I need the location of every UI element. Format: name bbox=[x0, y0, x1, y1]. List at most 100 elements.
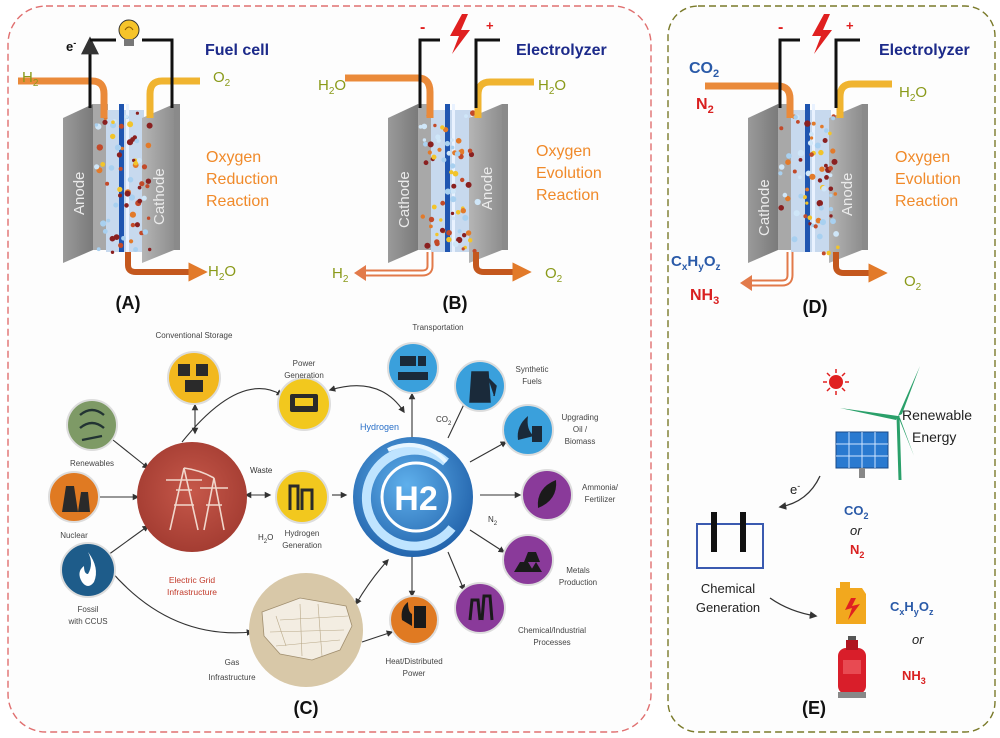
svg-text:Metals: Metals bbox=[566, 566, 590, 575]
particle bbox=[468, 151, 475, 158]
particle bbox=[118, 166, 123, 171]
panel-b-cell bbox=[388, 104, 508, 263]
particle bbox=[437, 147, 442, 152]
particle bbox=[433, 123, 437, 128]
particle bbox=[421, 123, 428, 130]
particle bbox=[818, 205, 824, 211]
particle bbox=[456, 236, 463, 244]
particle bbox=[429, 224, 433, 229]
particle bbox=[446, 230, 452, 236]
particle bbox=[798, 193, 804, 199]
particle bbox=[828, 131, 832, 136]
pylon-icon bbox=[166, 467, 228, 531]
particle bbox=[105, 181, 110, 186]
particle bbox=[792, 169, 797, 174]
oer-label-b: Oxygen Evolution Reaction bbox=[536, 143, 602, 204]
particle bbox=[809, 152, 814, 157]
svg-text:or: or bbox=[850, 523, 862, 538]
particle bbox=[464, 114, 468, 118]
svg-text:Oxygen: Oxygen bbox=[536, 143, 591, 160]
solar-panel-icon bbox=[835, 431, 889, 478]
particle bbox=[117, 186, 123, 192]
svg-text:Reaction: Reaction bbox=[536, 187, 599, 204]
svg-text:Evolution: Evolution bbox=[895, 171, 961, 188]
particle bbox=[439, 218, 443, 222]
lightning-icon-d bbox=[812, 14, 832, 54]
particle bbox=[793, 210, 800, 217]
h2-inlet-label: H2 bbox=[22, 69, 39, 89]
fuel-canister-icon bbox=[836, 582, 866, 624]
particle bbox=[805, 170, 812, 177]
lightning-icon bbox=[450, 14, 470, 54]
n2-input-label: N2 bbox=[696, 96, 714, 116]
particle bbox=[446, 236, 452, 243]
hub-label: H2 bbox=[394, 480, 437, 518]
particle bbox=[96, 247, 101, 252]
h2-inlet-pipe bbox=[18, 77, 108, 118]
chemical-generation-label: Chemical bbox=[701, 581, 755, 596]
co2-input-label: CO2 bbox=[689, 60, 719, 80]
particle bbox=[435, 232, 439, 237]
particle bbox=[427, 150, 432, 155]
gas-infrastructure-node: Gas Infrastructure bbox=[208, 573, 363, 687]
particle bbox=[423, 160, 429, 166]
particle bbox=[457, 229, 462, 234]
particle bbox=[450, 163, 456, 169]
particle bbox=[802, 195, 807, 200]
svg-text:Transportation: Transportation bbox=[412, 323, 463, 332]
ammonia-product-label-e: NH3 bbox=[902, 668, 926, 686]
electron-label: e- bbox=[66, 38, 76, 54]
panel-d-reactant-particles bbox=[778, 114, 840, 256]
particle bbox=[836, 245, 840, 250]
chemical-industrial-node: Chemical/Industrial Processes bbox=[454, 582, 586, 647]
hydrocarbon-product-label: CxHyOz bbox=[671, 253, 720, 273]
particle bbox=[831, 116, 836, 121]
svg-text:Heat/Distributed: Heat/Distributed bbox=[385, 657, 442, 666]
anode-label-b: Anode bbox=[479, 167, 496, 210]
particle bbox=[431, 154, 437, 160]
particle bbox=[108, 165, 115, 171]
particle bbox=[428, 216, 435, 223]
svg-text:Reaction: Reaction bbox=[206, 193, 269, 210]
svg-text:Fuels: Fuels bbox=[522, 377, 542, 386]
water-inlet-label-d: H2O bbox=[899, 84, 927, 104]
particle bbox=[813, 224, 818, 229]
particle bbox=[441, 157, 447, 163]
sun-icon bbox=[823, 369, 849, 395]
particle bbox=[142, 229, 149, 235]
minus-terminal-d: - bbox=[778, 19, 783, 36]
particle bbox=[829, 214, 833, 218]
particle bbox=[446, 150, 452, 156]
particle bbox=[468, 238, 473, 243]
fuel-pump-icon bbox=[469, 371, 497, 403]
particle bbox=[111, 120, 115, 124]
particle bbox=[148, 247, 152, 252]
particle bbox=[129, 211, 136, 218]
panel-a-reactant-particles bbox=[94, 111, 153, 254]
particle bbox=[120, 146, 124, 151]
electron-label-e: e- bbox=[790, 481, 800, 497]
svg-text:Fossil: Fossil bbox=[78, 605, 99, 614]
panel-b-reactant-particles bbox=[418, 110, 481, 254]
o2-outlet-label-d: O2 bbox=[904, 273, 922, 293]
particle bbox=[803, 214, 808, 219]
particle bbox=[465, 181, 472, 188]
particle bbox=[819, 166, 825, 172]
particle bbox=[786, 153, 792, 159]
n2-flow-label: N2 bbox=[488, 515, 498, 527]
svg-text:Power: Power bbox=[293, 359, 316, 368]
caption-a: (A) bbox=[116, 293, 141, 313]
electron-flow-arrow bbox=[778, 475, 821, 510]
particle bbox=[796, 120, 800, 124]
feed-inlet-pipe bbox=[705, 82, 794, 118]
o2-outlet-pipe bbox=[473, 252, 532, 282]
product-flow-arrow bbox=[769, 597, 818, 619]
co2-input-label-e: CO2 bbox=[844, 503, 869, 521]
heat-distributed-power-node: Heat/Distributed Power bbox=[385, 595, 443, 678]
particle bbox=[804, 120, 811, 127]
plus-terminal-d: + bbox=[846, 18, 854, 33]
co2-flow-label: CO2 bbox=[436, 415, 452, 427]
panel-a-fuel-cell: e- Fuel cell H2 O2 H2O Anode Cathode Oxy… bbox=[18, 19, 278, 313]
particle bbox=[444, 188, 451, 195]
particle bbox=[418, 124, 423, 129]
